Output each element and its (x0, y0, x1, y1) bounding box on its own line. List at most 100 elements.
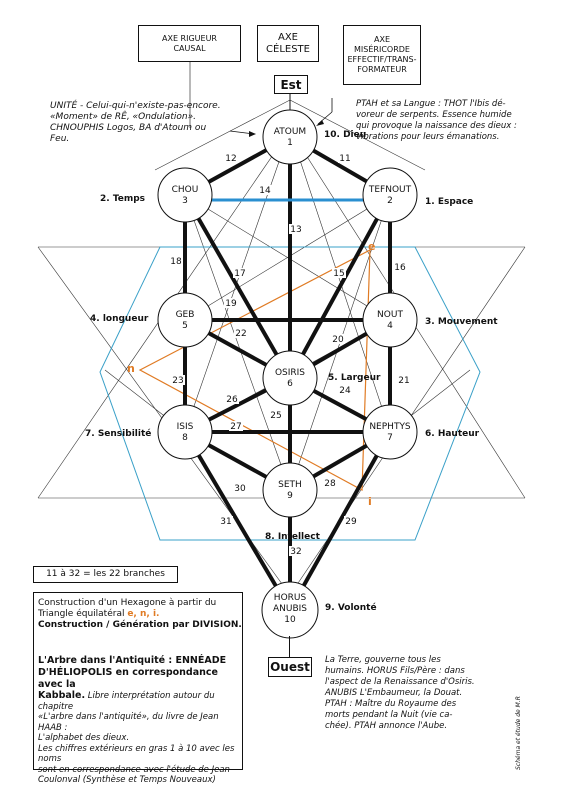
path-number-20: 20 (332, 335, 344, 345)
axe-misericorde-line2: MISÉRICORDE (354, 45, 410, 54)
tree-note1: Libre interprétation autour du chapitre (38, 691, 215, 712)
tree-note3: L'alphabet des dieux. (38, 733, 130, 743)
label-intellect: 8. Intellect (265, 532, 321, 542)
path-number-group: 1112131415161718192021222324252627282930… (169, 153, 411, 557)
axe-celeste-line2: CÉLESTE (266, 43, 310, 55)
label-largeur: 5. Largeur (328, 373, 381, 383)
node-circle (157, 292, 213, 348)
node-circle (362, 292, 418, 348)
triangle-letter-e: e (368, 240, 375, 253)
path-number-21: 21 (398, 376, 409, 386)
path-number-29: 29 (345, 517, 357, 527)
path-number-16: 16 (394, 263, 406, 273)
info-frame (33, 592, 243, 770)
path-number-bg (224, 298, 238, 308)
axe-misericorde-box: AXE MISÉRICORDE EFFECTIF/TRANS- FORMATEU… (343, 25, 421, 85)
path-number-17: 17 (234, 269, 245, 279)
path-number-23: 23 (172, 376, 183, 386)
path-number-bg (289, 224, 303, 234)
label-dieu: 10. Dieu (324, 130, 366, 140)
construction-lines (37, 99, 526, 596)
label-sensibilite: 7. Sensibilité (85, 428, 151, 439)
path-number-15: 15 (333, 269, 344, 279)
path-number-bg (331, 334, 345, 344)
axe-rigueur-box: AXE RIGUEUR CAUSAL (138, 25, 241, 62)
path-number-32: 32 (290, 547, 301, 557)
tree-title3-row: Kabbale. Libre interprétation autour du … (38, 690, 243, 712)
node-number: 3 (182, 196, 188, 206)
node-circle (262, 350, 318, 406)
path-number-26: 26 (226, 395, 238, 405)
node-number: 7 (387, 433, 393, 443)
construction-block: Construction d'un Hexagone à partir du T… (38, 598, 243, 631)
node-number: 4 (387, 321, 393, 331)
construction-line2: Triangle équilatéral e, n, i. (38, 609, 243, 620)
construction-line3: Construction / Génération par DIVISION. (38, 620, 242, 630)
branches-text: 11 à 32 = les 22 branches (46, 569, 165, 579)
node-name: OSIRIS (275, 368, 305, 378)
path-number-bg (258, 185, 272, 195)
tree-title3: Kabbale. (38, 690, 86, 701)
right-annotation-line2: voreur de serpents. Essence humide (356, 110, 512, 120)
axe-misericorde-line4: FORMATEUR (357, 65, 407, 74)
construction-line1: Construction d'un Hexagone à partir du (38, 598, 217, 608)
tree-note4: Les chiffres extérieurs en gras 1 à 10 a… (38, 743, 235, 765)
node-circle (262, 109, 318, 165)
node-name: ANUBIS (273, 604, 307, 614)
construction-letters: e, n, i. (127, 609, 160, 619)
path-number-27: 27 (230, 422, 241, 432)
node-name: SETH (278, 480, 302, 490)
path-number-28: 28 (324, 479, 336, 489)
path-number-bg (169, 256, 183, 266)
node-name: CHOU (172, 185, 199, 195)
path-number-bg (171, 375, 185, 385)
path-number-bg (397, 375, 411, 385)
tree-note5: sont en correspondance avec l'étude de J… (38, 764, 230, 775)
path-number-bg (332, 268, 346, 278)
west-connector (289, 636, 290, 657)
west-label: Ouest (270, 660, 310, 674)
node-number: 2 (387, 196, 393, 206)
east-label: Est (280, 77, 302, 92)
node-number: 5 (182, 321, 188, 331)
tree-block: L'Arbre dans l'Antiquité : ENNÉADE D'HÉL… (38, 655, 243, 786)
node-number: 9 (287, 491, 293, 501)
node-number: 8 (182, 433, 188, 443)
label-longueur: 4. longueur (90, 314, 149, 324)
node-name: NEPHTYS (369, 422, 411, 432)
path-number-22: 22 (235, 329, 246, 339)
node-group: ATOUM1TEFNOUT2CHOU3NOUT4GEB5OSIRIS6NEPHT… (157, 109, 418, 639)
west-box: Ouest (268, 657, 312, 677)
right-annotation-line3: qui provoque la naissance des dieux : (356, 121, 517, 131)
axe-rigueur-text: AXE RIGUEUR CAUSAL (162, 33, 217, 53)
path-number-bg (224, 153, 238, 163)
path-number-14: 14 (259, 186, 271, 196)
right-annotation-line4: vibrations pour leurs émanations. (356, 132, 500, 142)
bottom-right-annotation: La Terre, gouverne tous les humains. HOR… (325, 655, 515, 732)
label-volonte: 9. Volonté (325, 602, 377, 613)
hexagon (99, 246, 481, 541)
path-number-13: 13 (290, 225, 301, 235)
node-name: ISIS (177, 422, 194, 432)
path-number-bg (233, 483, 247, 493)
left-annotation-line3: CHNOUPHIS Logos, BA d'Atoum ou (50, 123, 207, 133)
bottom-right-line6: morts pendant la Nuit (vie ca- (325, 710, 453, 720)
branches-box: 11 à 32 = les 22 branches (33, 566, 178, 583)
label-hauteur: 6. Hauteur (425, 429, 480, 439)
node-number: 1 (287, 138, 293, 148)
credit: Schéma et étude de M.R (515, 696, 522, 770)
path-number-25: 25 (270, 411, 281, 421)
path-number-bg (233, 268, 247, 278)
construction-line2-text: Triangle équilatéral (38, 609, 128, 619)
path-number-bg (338, 385, 352, 395)
path-number-bg (344, 516, 358, 526)
triangle-letter-n: n (127, 362, 135, 375)
axe-celeste-box: AXE CÉLESTE (257, 25, 319, 62)
path-number-12: 12 (225, 154, 236, 164)
